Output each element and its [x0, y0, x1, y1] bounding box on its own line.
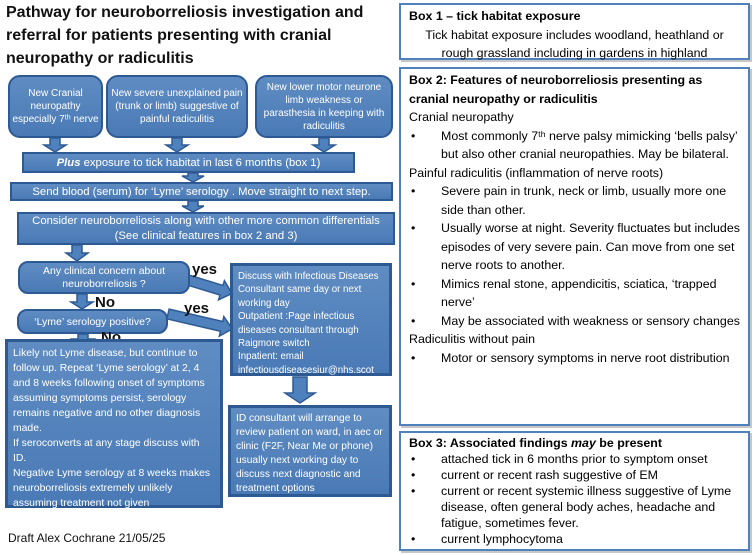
consider-differentials-line1: Consider neuroborreliosis along with oth…: [32, 214, 380, 227]
send-blood-bar-text: Send blood (serum) for ‘Lyme’ serology .…: [32, 185, 371, 198]
branch-label-no-1: No: [95, 294, 115, 311]
info-box-3-bullet: • current or recent systemic illness sug…: [411, 484, 732, 530]
discuss-id-p2: Outpatient :Page infectious diseases con…: [238, 311, 359, 350]
decision-serology-positive-text: ‘Lyme’ serology positive?: [34, 315, 151, 328]
info-box-2-heading: Radiculitis without pain: [409, 332, 536, 346]
info-box-2-title: Box 2: Features of neuroborreliosis pres…: [409, 73, 703, 106]
id-consultant-review-text: ID consultant will arrange to review pat…: [236, 413, 383, 494]
info-box-3-bullet: • current lymphocytoma: [411, 532, 563, 546]
branch-label-yes-1: yes: [192, 261, 218, 278]
entry-box-severe-pain: New severe unexplained pain (trunk or li…: [106, 75, 248, 138]
info-box-3-bullet: • current or recent rash suggestive of E…: [411, 468, 658, 482]
likely-not-lyme-box: Likely not Lyme disease, but continue to…: [5, 339, 223, 509]
arrow-consider-to-concern-icon: [63, 244, 91, 262]
discuss-id-p3: Inpatient: email infectiousdiseasesiur@n…: [238, 351, 374, 376]
info-box-3-associated-findings: Box 3: Associated findings may be presen…: [399, 431, 750, 551]
info-box-2-bullet: • Motor or sensory symptoms in nerve roo…: [409, 349, 740, 368]
bullet-icon: •: [411, 128, 416, 143]
info-box-3-title-emphasis: may: [571, 436, 596, 450]
entry-box-limb-weakness: New lower motor neurone limb weakness or…: [255, 75, 393, 138]
decision-serology-positive: ‘Lyme’ serology positive?: [17, 309, 168, 334]
bullet-icon: •: [411, 484, 416, 498]
info-box-1-tick-habitat: Box 1 – tick habitat exposure Tick habit…: [399, 3, 750, 60]
info-box-2-heading: Painful radiculitis (inflammation of ner…: [409, 165, 664, 180]
entry-box-severe-pain-text: New severe unexplained pain (trunk or li…: [111, 88, 243, 125]
tick-exposure-bar-text: exposure to tick habitat in last 6 month…: [80, 156, 321, 169]
entry-box-cranial-neuropathy-text: New Cranial neuropathy especially 7ᵗʰ ne…: [12, 88, 99, 125]
info-box-3-title: Box 3: Associated findings may be presen…: [409, 436, 662, 450]
entry-box-limb-weakness-text: New lower motor neurone limb weakness or…: [263, 81, 385, 132]
likely-not-lyme-p2: If seroconverts at any stage discuss wit…: [13, 438, 200, 464]
info-box-1-title: Box 1 – tick habitat exposure: [409, 9, 581, 23]
bullet-icon: •: [411, 276, 416, 291]
tick-exposure-bar-emphasis: Plus: [56, 156, 81, 169]
send-blood-bar: Send blood (serum) for ‘Lyme’ serology .…: [10, 182, 393, 201]
page-title: Pathway for neuroborreliosis investigati…: [6, 4, 364, 67]
info-box-2-bullet: • Usually worse at night. Severity fluct…: [409, 219, 740, 275]
consider-differentials-bar: Consider neuroborreliosis along with oth…: [17, 212, 395, 245]
info-box-2-bullet: • Most commonly 7ᵗʰ nerve palsy mimickin…: [409, 127, 740, 164]
entry-box-cranial-neuropathy: New Cranial neuropathy especially 7ᵗʰ ne…: [8, 75, 103, 138]
tick-exposure-bar: Plus exposure to tick habitat in last 6 …: [22, 152, 355, 173]
bullet-icon: •: [411, 532, 416, 546]
arrow-plus-to-send-icon: [181, 172, 205, 183]
likely-not-lyme-p1: Likely not Lyme disease, but continue to…: [13, 348, 205, 434]
arrow-send-to-consider-icon: [181, 200, 205, 213]
bullet-icon: •: [411, 221, 416, 235]
bullet-icon: •: [411, 468, 416, 482]
bullet-icon: •: [411, 184, 416, 198]
discuss-infectious-diseases-box: Discuss with Infectious Diseases Consult…: [230, 263, 392, 376]
arrow-entry3-down-icon: [310, 137, 338, 153]
arrow-entry1-down-icon: [41, 137, 69, 153]
info-box-2-heading: Cranial neuropathy: [409, 110, 514, 124]
consider-differentials-line2: (See clinical features in box 2 and 3): [114, 229, 298, 242]
info-box-2-features: Box 2: Features of neuroborreliosis pres…: [399, 67, 750, 426]
info-box-3-bullet: • attached tick in 6 months prior to sym…: [411, 452, 708, 466]
bullet-icon: •: [411, 350, 416, 365]
arrow-discuss-to-id-icon: [282, 376, 318, 404]
arrow-concern-no-down-icon: [68, 293, 96, 310]
info-box-2-bullet: • Severe pain in trunk, neck or limb, us…: [409, 182, 740, 219]
decision-clinical-concern: Any clinical concern about neuroborrelio…: [18, 261, 190, 294]
likely-not-lyme-p3: Negative Lyme serology at 8 weeks makes …: [13, 468, 211, 509]
arrow-entry2-down-icon: [163, 137, 191, 153]
decision-clinical-concern-text: Any clinical concern about neuroborrelio…: [43, 264, 165, 290]
branch-label-yes-2: yes: [184, 300, 210, 317]
bullet-icon: •: [411, 313, 416, 328]
id-consultant-review-box: ID consultant will arrange to review pat…: [228, 405, 392, 497]
info-box-2-bullet: • Mimics renal stone, appendicitis, scia…: [409, 275, 740, 312]
info-box-1-body: Tick habitat exposure includes woodland,…: [425, 27, 724, 61]
bullet-icon: •: [411, 452, 416, 466]
draft-footer: Draft Alex Cochrane 21/05/25: [8, 531, 166, 545]
info-box-2-bullet: • May be associated with weakness or sen…: [409, 312, 740, 331]
discuss-id-p1: Discuss with Infectious Diseases Consult…: [238, 271, 379, 309]
